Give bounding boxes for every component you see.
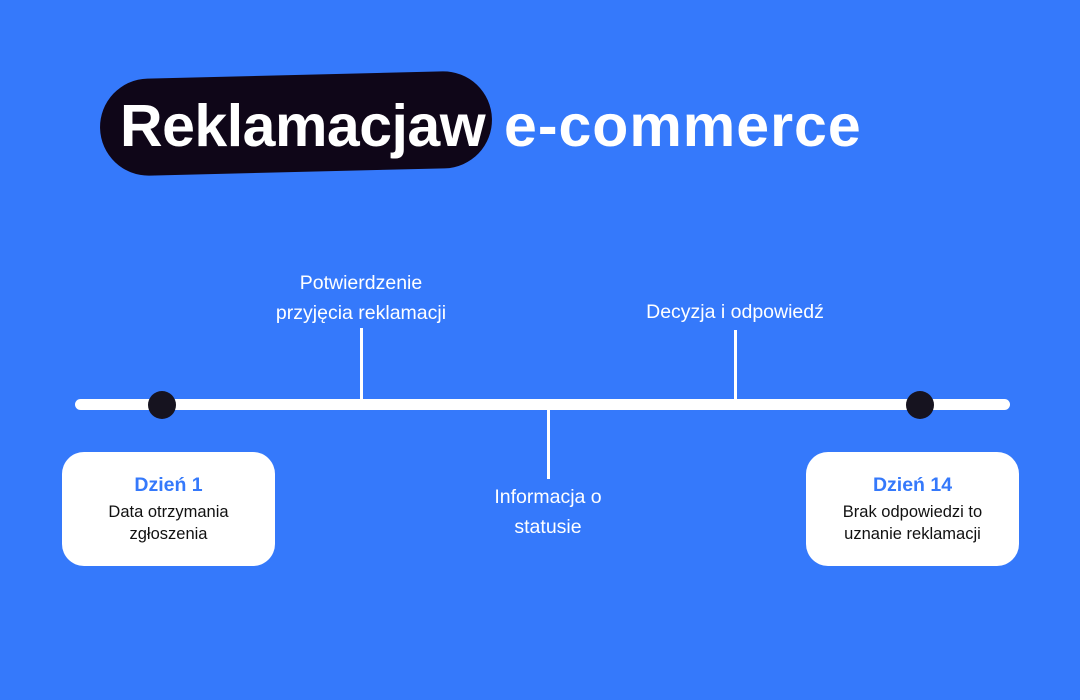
milestone-label-decision: Decyzja i odpowiedź — [646, 301, 824, 323]
timeline-bar — [75, 399, 1010, 410]
timeline-dot-end — [906, 391, 934, 419]
milestone-card-day-1-title: Dzień 1 — [134, 474, 203, 496]
timeline-connector-confirmation — [360, 328, 363, 401]
title-text-row: Reklamacja w e-commerce — [120, 68, 862, 183]
title-remainder: w e-commerce — [439, 92, 862, 159]
milestone-card-day-1: Dzień 1 Data otrzymania zgłoszenia — [62, 452, 275, 566]
milestone-label-status-info: Informacja o statusie — [494, 486, 602, 538]
milestone-card-day-14-title: Dzień 14 — [872, 474, 953, 496]
timeline-connector-status-info — [547, 409, 550, 479]
milestone-label-confirmation: Potwierdzenie przyjęcia reklamacji — [275, 272, 447, 324]
title-highlighted-word: Reklamacja — [120, 92, 440, 159]
timeline-connector-decision — [734, 330, 737, 401]
milestone-card-day-1-description: Data otrzymania zgłoszenia — [108, 503, 229, 543]
page-title: Reklamacja w e-commerce — [0, 68, 1080, 183]
timeline-dot-start — [148, 391, 176, 419]
milestone-card-day-14: Dzień 14 Brak odpowiedzi to uznanie rekl… — [806, 452, 1019, 566]
milestone-card-day-14-description: Brak odpowiedzi to uznanie reklamacji — [842, 503, 983, 543]
